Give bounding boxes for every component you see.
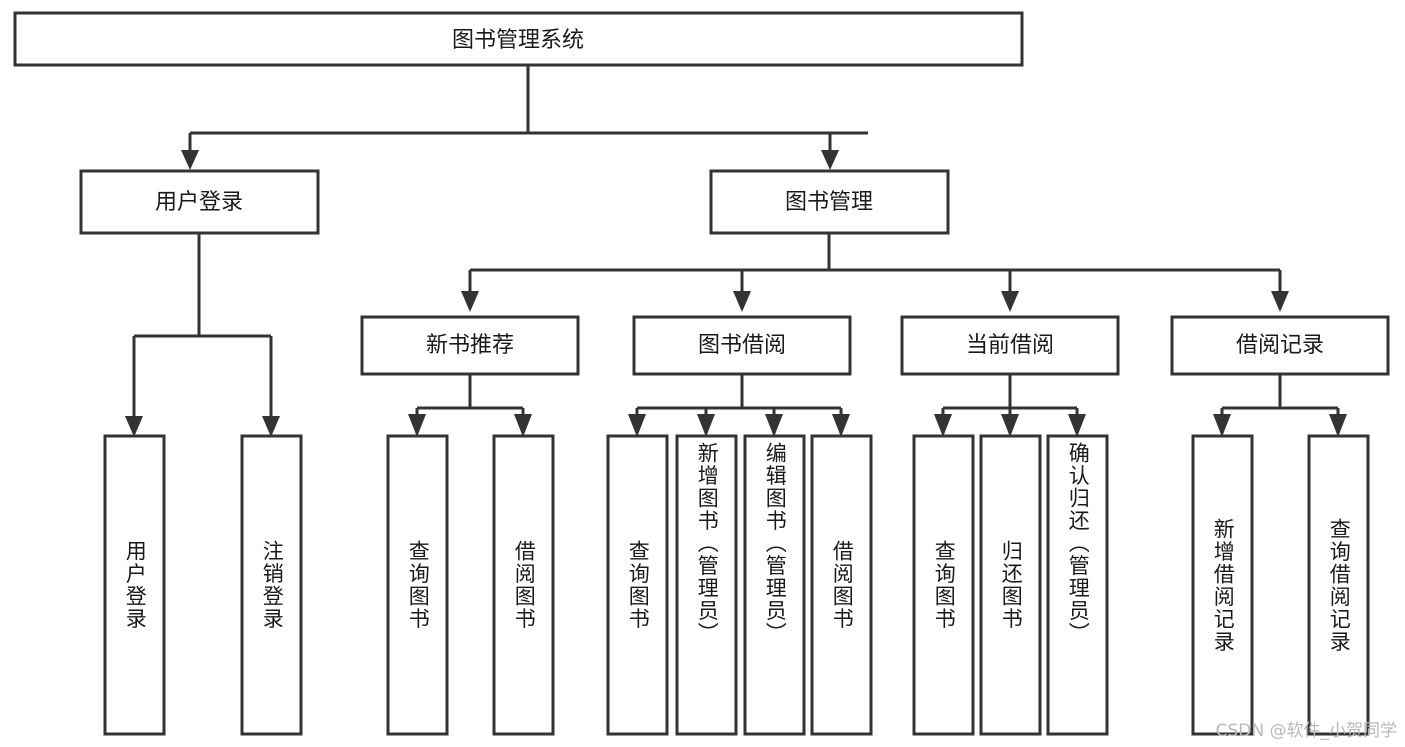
node-book-borrow[interactable]: 图书借阅 <box>632 315 852 376</box>
leaf-box-add-book[interactable] <box>675 434 738 736</box>
connector-root-to-level2 <box>181 65 868 170</box>
leaf-box-query-book-1[interactable] <box>386 434 449 736</box>
arrow-head-icon <box>181 150 199 170</box>
arrow-head-icon <box>697 414 715 437</box>
arrow-head-icon <box>408 414 426 437</box>
node-current-borrow[interactable]: 当前借阅 <box>900 315 1120 376</box>
node-book-borrow-label: 图书借阅 <box>698 333 786 358</box>
leaf-box-query-book-2[interactable] <box>606 434 669 736</box>
connector-book-management-to-level3 <box>461 233 1289 312</box>
arrow-head-icon <box>1329 414 1347 437</box>
leaf-box-borrow-book-2[interactable] <box>810 434 873 736</box>
leaf-box-query-book-3[interactable] <box>912 434 975 736</box>
arrow-head-icon <box>934 414 952 437</box>
arrow-head-icon <box>765 414 783 437</box>
node-current-borrow-box <box>900 315 1120 376</box>
connector-borrow-record-to-leaves <box>1213 374 1347 437</box>
arrow-head-icon <box>1068 414 1086 437</box>
leaf-box-return-book[interactable] <box>979 434 1042 736</box>
node-root-label: 图书管理系统 <box>452 28 584 53</box>
node-borrow-record-label: 借阅记录 <box>1236 333 1324 358</box>
arrow-head-icon <box>628 414 646 437</box>
arrow-head-icon <box>733 291 751 312</box>
node-root[interactable]: 图书管理系统 <box>13 11 1024 67</box>
arrow-head-icon <box>1271 291 1289 312</box>
leaf-box-confirm-return[interactable] <box>1046 434 1109 736</box>
arrow-head-icon <box>262 416 280 437</box>
connector-current-borrow-to-leaves <box>934 374 1086 437</box>
node-user-login-label: 用户登录 <box>155 190 243 215</box>
leaf-box-query-record[interactable] <box>1307 434 1370 736</box>
node-book-management-label: 图书管理 <box>785 190 873 215</box>
node-user-login-box <box>79 169 320 235</box>
arrow-head-icon <box>1001 414 1019 437</box>
node-borrow-record[interactable]: 借阅记录 <box>1170 315 1390 376</box>
connector-new-book-recommend-to-leaves <box>408 374 532 437</box>
leaf-box-edit-book[interactable] <box>743 434 806 736</box>
node-user-login[interactable]: 用户登录 <box>79 169 320 235</box>
node-book-management[interactable]: 图书管理 <box>709 169 950 235</box>
node-new-book-recommend-label: 新书推荐 <box>426 333 514 358</box>
arrow-head-icon <box>832 414 850 437</box>
node-root-box <box>13 11 1024 67</box>
arrow-head-icon <box>461 291 479 312</box>
arrow-head-icon <box>1001 291 1019 312</box>
leaf-box-user-login[interactable] <box>103 434 166 736</box>
watermark-text: CSDN @软件_小贺同学 <box>1215 721 1397 741</box>
arrow-head-icon <box>1213 414 1231 437</box>
arrow-head-icon <box>125 416 143 437</box>
arrow-head-icon <box>514 414 532 437</box>
node-new-book-recommend[interactable]: 新书推荐 <box>360 315 580 376</box>
leaf-box-logout-login[interactable] <box>240 434 303 736</box>
arrow-head-icon <box>821 150 839 170</box>
node-new-book-recommend-box <box>360 315 580 376</box>
node-current-borrow-label: 当前借阅 <box>966 333 1054 358</box>
leaf-box-add-record[interactable] <box>1191 434 1254 736</box>
connector-user-login-to-leaves <box>125 233 280 437</box>
leaf-box-borrow-book-1[interactable] <box>492 434 555 736</box>
connector-book-borrow-to-leaves <box>628 374 850 437</box>
